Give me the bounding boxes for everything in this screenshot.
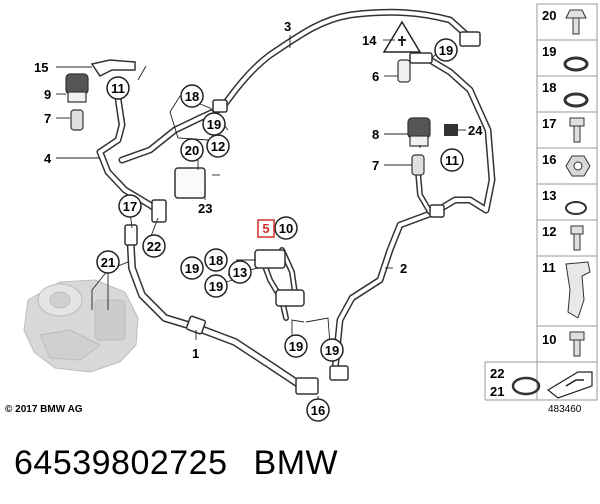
- svg-text:21: 21: [101, 255, 115, 270]
- svg-text:19: 19: [207, 117, 221, 132]
- legend-item-13: 13: [542, 188, 556, 203]
- callout-5-highlighted[interactable]: 5: [257, 219, 275, 238]
- nut-16-icon: [565, 155, 591, 177]
- legend-item-21: 21: [490, 384, 504, 399]
- label-2[interactable]: 2: [400, 261, 407, 276]
- callout-18-top[interactable]: 18: [180, 84, 204, 108]
- o-ring-19-icon: [563, 56, 589, 72]
- label-7-left[interactable]: 7: [44, 111, 51, 126]
- callout-13[interactable]: 13: [228, 260, 252, 284]
- o-ring-18-icon: [563, 92, 589, 108]
- label-14[interactable]: 14: [362, 33, 377, 48]
- svg-text:19: 19: [185, 261, 199, 276]
- legend-item-10: 10: [542, 332, 556, 347]
- valve-9-shape: [65, 73, 89, 131]
- seal-ring-21-22-icon: [511, 376, 541, 396]
- callout-19-right-top[interactable]: 19: [434, 38, 458, 62]
- label-3[interactable]: 3: [284, 19, 291, 34]
- parts-legend-panel: 20 19 18 17 16 13 12 11 10 22 21: [484, 3, 598, 401]
- sensor-24-shape: [444, 124, 458, 136]
- bracket-15-shape: [90, 59, 136, 77]
- fittings: [124, 31, 481, 395]
- callout-19-bottom-right[interactable]: 19: [320, 338, 344, 362]
- svg-text:19: 19: [289, 339, 303, 354]
- valve-8-shape: [407, 117, 431, 176]
- o-ring-13-icon: [565, 201, 587, 215]
- svg-text:5: 5: [262, 221, 269, 236]
- part-number: 64539802725: [14, 444, 228, 482]
- callout-10[interactable]: 10: [274, 216, 298, 240]
- legend-item-18: 18: [542, 80, 556, 95]
- legend-item-12: 12: [542, 224, 556, 239]
- page-caption: 64539802725 BMW: [14, 444, 338, 483]
- svg-text:11: 11: [111, 81, 125, 96]
- legend-item-11: 11: [542, 260, 556, 275]
- legend-item-16: 16: [542, 152, 556, 167]
- callout-18-mid[interactable]: 18: [204, 248, 228, 272]
- label-7-right[interactable]: 7: [372, 158, 379, 173]
- legend-item-20: 20: [542, 8, 556, 23]
- arrow-marker-icon: [546, 371, 593, 399]
- svg-text:19: 19: [209, 279, 223, 294]
- bolt-20-icon: [565, 9, 587, 35]
- svg-text:18: 18: [209, 253, 223, 268]
- callout-19-mid-bottom[interactable]: 19: [204, 274, 228, 298]
- svg-text:18: 18: [185, 89, 199, 104]
- legend-item-22: 22: [490, 366, 504, 381]
- label-15[interactable]: 15: [34, 60, 48, 75]
- label-6[interactable]: 6: [372, 69, 379, 84]
- callout-12[interactable]: 12: [206, 134, 230, 158]
- svg-text:11: 11: [445, 153, 459, 168]
- compressor-illustration: [23, 279, 139, 373]
- callout-11-left[interactable]: 11: [106, 76, 130, 100]
- svg-text:16: 16: [311, 403, 325, 418]
- svg-text:19: 19: [439, 43, 453, 58]
- label-23[interactable]: 23: [198, 201, 212, 216]
- label-9[interactable]: 9: [44, 87, 51, 102]
- svg-text:13: 13: [233, 265, 247, 280]
- label-4[interactable]: 4: [44, 151, 52, 166]
- callout-17[interactable]: 17: [118, 194, 142, 218]
- parts-diagram: 11 18 19 12 20 17 22 21 19 11 10 18: [23, 3, 598, 422]
- svg-text:19: 19: [325, 343, 339, 358]
- bolt-12-icon: [570, 225, 584, 251]
- hose-lines: [96, 8, 496, 389]
- svg-text:20: 20: [185, 143, 199, 158]
- callout-11-right[interactable]: 11: [440, 148, 464, 172]
- callout-19-mid-left[interactable]: 19: [180, 256, 204, 280]
- callout-19-top[interactable]: 19: [202, 112, 226, 136]
- callout-21[interactable]: 21: [96, 250, 120, 274]
- svg-text:12: 12: [211, 139, 225, 154]
- legend-item-17: 17: [542, 116, 556, 131]
- svg-text:10: 10: [279, 221, 293, 236]
- callout-20[interactable]: 20: [180, 138, 204, 162]
- label-8[interactable]: 8: [372, 127, 379, 142]
- warning-triangle-icon: [382, 20, 422, 53]
- legend-item-19: 19: [542, 44, 556, 59]
- label-1[interactable]: 1: [192, 346, 199, 361]
- bolt-10-icon: [569, 331, 585, 357]
- bracket-11-icon: [565, 261, 591, 319]
- copyright-text: © 2017 BMW AG: [5, 404, 83, 415]
- brand-name: BMW: [253, 444, 339, 482]
- svg-text:22: 22: [147, 239, 161, 254]
- bolt-17-icon: [569, 117, 585, 143]
- sensor-6-shape: [397, 59, 411, 83]
- callout-19-bottom-left[interactable]: 19: [284, 334, 308, 358]
- callout-22[interactable]: 22: [142, 234, 166, 258]
- svg-text:17: 17: [123, 199, 137, 214]
- diagram-id: 483460: [548, 404, 582, 415]
- label-24[interactable]: 24: [468, 123, 483, 138]
- callout-16[interactable]: 16: [306, 398, 330, 422]
